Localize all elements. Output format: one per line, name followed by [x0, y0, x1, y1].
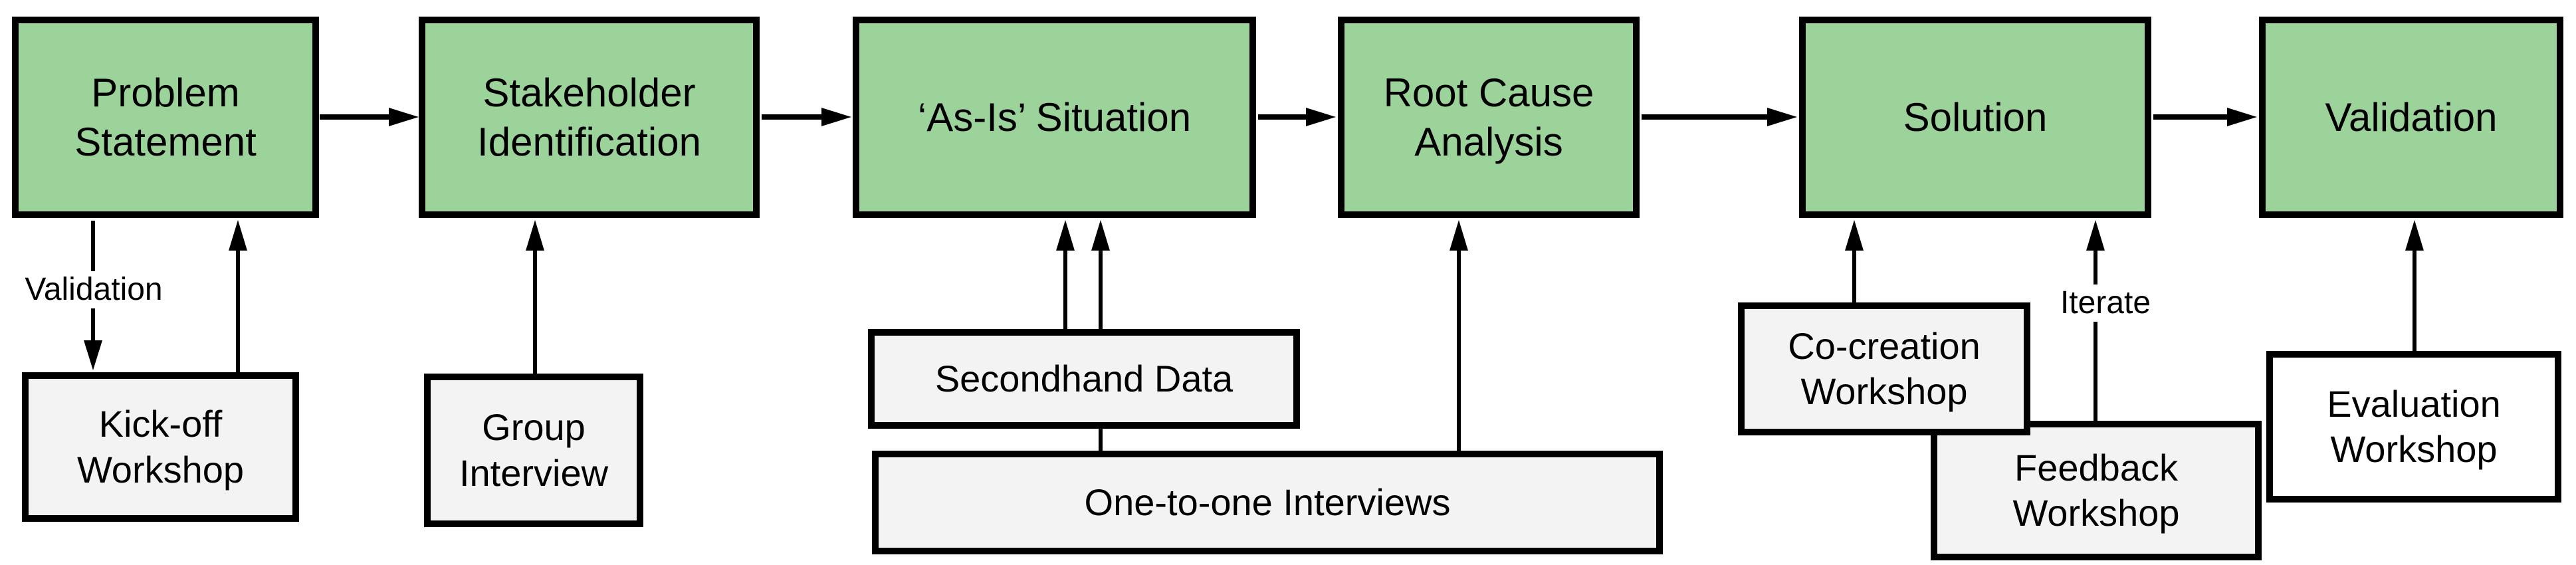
arrow-secondhand-to-asis: [1056, 220, 1075, 330]
arrow-solution-to-validation: [2153, 108, 2257, 126]
stage-root-cause-analysis: Root Cause Analysis: [1338, 17, 1640, 218]
method-label: Feedback Workshop: [2012, 446, 2180, 534]
method-label: Group Interview: [459, 406, 609, 494]
method-label: Secondhand Data: [934, 357, 1234, 399]
arrow-problem-to-stakeholder: [320, 108, 419, 126]
stage-label: Root Cause Analysis: [1383, 70, 1594, 164]
stage-validation: Validation: [2259, 17, 2563, 218]
arrow-group-to-stakeholder: [526, 220, 544, 374]
stage-label: ‘As-Is’ Situation: [917, 94, 1192, 140]
arrow-onetoone-to-rootcause: [1449, 220, 1468, 451]
arrow-evaluation-to-validation: [2405, 220, 2424, 352]
stage-solution: Solution: [1799, 17, 2151, 218]
stage-label: Problem Statement: [74, 70, 257, 164]
method-label: Co-creation Workshop: [1788, 324, 1981, 412]
method-evaluation-workshop: Evaluation Workshop: [2266, 351, 2561, 503]
arrow-cocreation-to-solution: [1845, 220, 1864, 304]
arrow-kickoff-to-problem: [229, 220, 247, 372]
method-feedback-workshop: Feedback Workshop: [1931, 421, 2262, 560]
method-label: Evaluation Workshop: [2327, 382, 2501, 470]
stage-stakeholder-identification: Stakeholder Identification: [419, 17, 760, 218]
method-one-to-one-interviews: One-to-one Interviews: [872, 451, 1663, 554]
arrow-asis-to-rootcause: [1258, 108, 1336, 126]
stage-problem-statement: Problem Statement: [12, 17, 319, 218]
arrow-rootcause-to-solution: [1642, 108, 1797, 126]
method-group-interview: Group Interview: [424, 374, 643, 527]
method-label: Kick-off Workshop: [76, 403, 245, 491]
method-kick-off-workshop: Kick-off Workshop: [22, 372, 299, 522]
iterate-edge-label: Iterate: [2054, 284, 2157, 322]
stage-as-is-situation: ‘As-Is’ Situation: [853, 17, 1256, 218]
stage-label: Stakeholder Identification: [477, 70, 701, 164]
stage-label: Validation: [2325, 94, 2498, 140]
method-label: One-to-one Interviews: [1084, 481, 1451, 523]
arrow-feedback-to-solution: [2086, 220, 2105, 423]
method-secondhand-data: Secondhand Data: [868, 329, 1300, 429]
stage-label: Solution: [1903, 94, 2048, 140]
validation-edge-label: Validation: [19, 271, 168, 308]
method-co-creation-workshop: Co-creation Workshop: [1738, 302, 2030, 435]
arrow-stakeholder-to-asis: [762, 108, 851, 126]
